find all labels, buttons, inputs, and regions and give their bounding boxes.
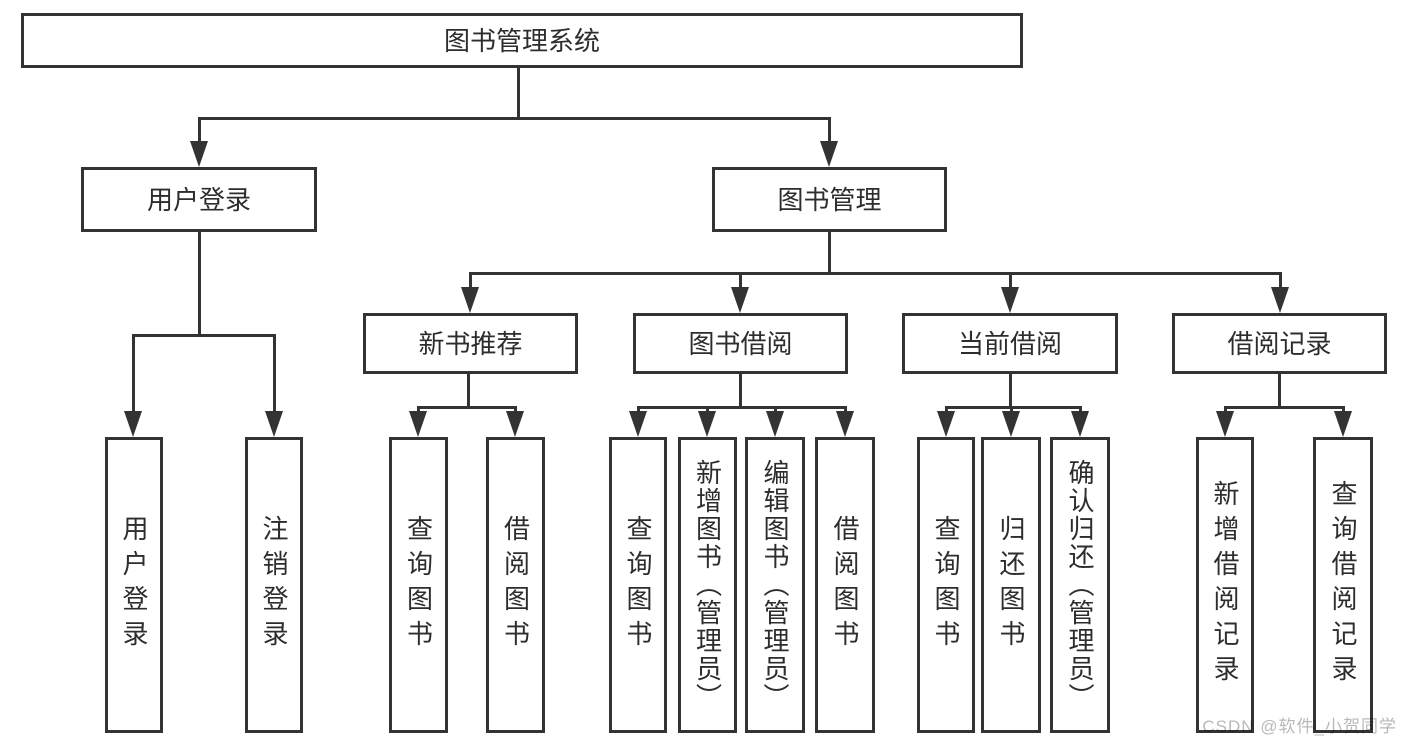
node-cb-query-books: 查询图书 (917, 437, 975, 733)
connector-line-vertical (513, 407, 517, 413)
node-bb-query-books: 查询图书 (609, 437, 667, 733)
arrowhead-down-icon (265, 411, 283, 437)
connector-line-vertical (738, 273, 742, 289)
connector-line-vertical (416, 407, 420, 413)
connector-line-vertical (197, 118, 201, 144)
arrowhead-down-icon (766, 411, 784, 437)
connector-line-vertical (843, 407, 847, 413)
arrowhead-down-icon (1002, 411, 1020, 437)
connector-line-horizontal (636, 405, 847, 409)
arrowhead-down-icon (1071, 411, 1089, 437)
connector-line-vertical (636, 407, 640, 413)
connector-line-vertical (1008, 374, 1012, 407)
connector-line-vertical (516, 68, 520, 118)
connector-line-vertical (1078, 407, 1082, 413)
connector-line-vertical (944, 407, 948, 413)
node-br-query-record: 查询借阅记录 (1313, 437, 1373, 733)
node-bb-borrow-books: 借阅图书 (815, 437, 875, 733)
connector-line-vertical (827, 232, 831, 273)
node-new-book-recommend: 新书推荐 (363, 313, 578, 374)
connector-line-horizontal (468, 271, 1282, 275)
node-user-login-action: 用户登录 (105, 437, 163, 733)
connector-line-vertical (1278, 273, 1282, 289)
connector-line-vertical (1341, 407, 1345, 413)
connector-line-vertical (705, 407, 709, 413)
arrowhead-down-icon (937, 411, 955, 437)
node-bb-add-books-admin: 新增图书（管理员） (678, 437, 737, 733)
connector-line-vertical (131, 335, 135, 415)
node-cb-return-books: 归还图书 (981, 437, 1041, 733)
connector-line-vertical (197, 232, 201, 335)
node-logout-action: 注销登录 (245, 437, 303, 733)
connector-line-vertical (1008, 273, 1012, 289)
connector-line-horizontal (1223, 405, 1345, 409)
arrowhead-down-icon (731, 287, 749, 313)
node-nb-query-books: 查询图书 (389, 437, 448, 733)
arrowhead-down-icon (190, 141, 208, 167)
node-current-borrowing: 当前借阅 (902, 313, 1118, 374)
connector-line-vertical (738, 374, 742, 407)
arrowhead-down-icon (409, 411, 427, 437)
node-borrowing-records: 借阅记录 (1172, 313, 1387, 374)
connector-line-vertical (466, 374, 470, 407)
arrowhead-down-icon (124, 411, 142, 437)
arrowhead-down-icon (461, 287, 479, 313)
node-user-login: 用户登录 (81, 167, 317, 232)
node-bb-edit-books-admin: 编辑图书（管理员） (745, 437, 805, 733)
arrowhead-down-icon (1334, 411, 1352, 437)
arrowhead-down-icon (1216, 411, 1234, 437)
arrowhead-down-icon (1271, 287, 1289, 313)
connector-line-vertical (1009, 407, 1013, 413)
connector-line-horizontal (131, 333, 276, 337)
connector-line-vertical (1277, 374, 1281, 407)
arrowhead-down-icon (629, 411, 647, 437)
arrowhead-down-icon (698, 411, 716, 437)
connector-line-vertical (827, 118, 831, 144)
connector-line-horizontal (944, 405, 1082, 409)
arrowhead-down-icon (836, 411, 854, 437)
connector-line-horizontal (197, 116, 831, 120)
arrowhead-down-icon (820, 141, 838, 167)
node-book-management: 图书管理 (712, 167, 947, 232)
connector-line-vertical (1223, 407, 1227, 413)
connector-line-vertical (468, 273, 472, 289)
connector-line-vertical (272, 335, 276, 415)
arrowhead-down-icon (506, 411, 524, 437)
node-library-system: 图书管理系统 (21, 13, 1023, 68)
node-cb-confirm-return-admin: 确认归还（管理员） (1050, 437, 1110, 733)
connector-line-horizontal (416, 405, 517, 409)
node-nb-borrow-books: 借阅图书 (486, 437, 545, 733)
node-book-borrowing: 图书借阅 (633, 313, 848, 374)
arrowhead-down-icon (1001, 287, 1019, 313)
node-br-add-record: 新增借阅记录 (1196, 437, 1254, 733)
connector-line-vertical (773, 407, 777, 413)
